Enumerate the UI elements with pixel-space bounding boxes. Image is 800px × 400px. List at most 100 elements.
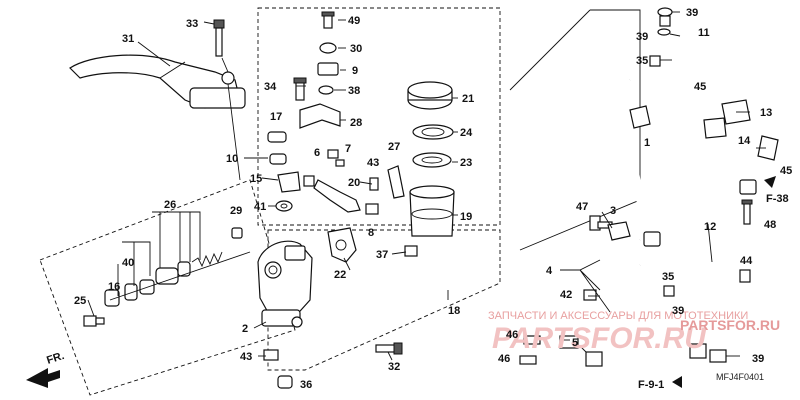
part-label: 43 (367, 157, 379, 169)
part-label: 48 (764, 219, 776, 231)
bolt-47-part (589, 215, 613, 231)
bolt-32-part (375, 342, 403, 355)
part-label: 13 (760, 107, 772, 119)
watermark-text-caption: ЗАПЧАСТИ И АКСЕССУАРЫ ДЛЯ МОТОТЕХНИКИ (488, 310, 748, 322)
assembly-frame-master-cylinder (257, 7, 501, 226)
part-label: 34 (264, 81, 277, 93)
part-label: 21 (462, 93, 474, 105)
clip-8-part (303, 175, 379, 215)
part-label: 22 (334, 269, 346, 281)
reservoir-plate-part (412, 124, 454, 140)
frame-line-hose-top (509, 9, 591, 91)
washer-30-part (319, 42, 337, 54)
part-label: 32 (388, 361, 400, 373)
part-label: 39 (686, 7, 698, 19)
hose-17-part (267, 131, 287, 165)
leader-lines (87, 11, 766, 361)
part-label: 6 (314, 147, 320, 159)
part-label: 4 (546, 265, 553, 277)
part-label: 17 (270, 111, 282, 123)
part-label: 37 (376, 249, 388, 261)
bolt-25-part (83, 315, 105, 327)
part-label: 30 (350, 43, 362, 55)
part-label: 41 (254, 201, 266, 213)
diaphragm-part (412, 152, 452, 168)
part-label: 39 (636, 31, 648, 43)
part-label: 23 (460, 157, 472, 169)
part-label: 31 (122, 33, 134, 45)
bolt-49-part (321, 11, 335, 29)
part-label: 42 (560, 289, 572, 301)
part-label: 39 (752, 353, 764, 365)
ref-label-f38: F-38 (766, 193, 789, 205)
part-label: 40 (122, 257, 134, 269)
clip-15-part (277, 171, 301, 193)
fitting-1-part (629, 105, 651, 129)
clip-42-part (583, 289, 597, 301)
hose-joint-part (643, 179, 757, 247)
fitting-22-part (327, 227, 357, 263)
part-label: 49 (348, 15, 360, 27)
watermark-text-small: PARTSFOR.RU (680, 317, 780, 333)
cap-36-part (277, 375, 293, 389)
part-label: 1 (644, 137, 650, 149)
nut-9-part (317, 62, 339, 76)
part-label: 5 (572, 337, 578, 349)
part-label: 35 (662, 271, 674, 283)
part-label: 47 (576, 201, 588, 213)
nut-37-part (404, 245, 418, 257)
part-label: 36 (300, 379, 312, 391)
part-label: 16 (108, 281, 120, 293)
reservoir-tank-part (409, 185, 455, 237)
part-label: 35 (636, 55, 648, 67)
ref-label-f91: F-9-1 (638, 379, 664, 391)
brake-hose-upper-part (625, 34, 751, 266)
washer-41-part (275, 200, 293, 212)
part-label: 14 (738, 135, 751, 147)
pin-6-part (327, 149, 339, 159)
bolt-34-part (293, 77, 307, 101)
assembly-frame-piston (39, 179, 296, 396)
part-label: 33 (186, 18, 198, 30)
part-label: 45 (694, 81, 706, 93)
stay-28-part (299, 103, 341, 129)
bolt-48-part (741, 199, 753, 225)
front-direction-arrow-icon (26, 368, 60, 388)
clip-7-part (335, 159, 345, 167)
part-label: 46 (506, 329, 518, 341)
piston-assembly-part (104, 227, 243, 307)
part-label: 25 (74, 295, 86, 307)
bolt-46-part (519, 335, 541, 365)
part-label: 8 (368, 227, 374, 239)
part-label: 38 (348, 85, 360, 97)
part-label: 3 (610, 205, 616, 217)
pivot-bolt-part (213, 19, 225, 57)
part-label: 7 (345, 143, 351, 155)
part-label: 44 (740, 255, 753, 267)
clip-3-part (607, 221, 631, 241)
part-label: 24 (460, 127, 473, 139)
watermark-text-large: PARTSFOR.RU (492, 322, 707, 355)
master-cylinder-part (257, 240, 313, 328)
brake-lever-part (69, 54, 246, 109)
part-label: 45 (780, 165, 792, 177)
frame-line-brake-hose (519, 9, 641, 251)
part-label: 10 (226, 153, 238, 165)
part-label: 28 (350, 117, 362, 129)
part-label: 11 (698, 27, 710, 39)
reservoir-cap-part (407, 81, 453, 110)
part-label: 39 (672, 305, 684, 317)
part-label: 15 (250, 173, 262, 185)
part-label: 26 (164, 199, 176, 211)
clamp-14-part (757, 135, 779, 161)
part-label: 2 (242, 323, 248, 335)
part-label: 46 (498, 353, 510, 365)
grommet-38-part (318, 85, 334, 95)
leader-piston-axis (109, 251, 251, 301)
clip-27-part (387, 165, 405, 199)
part-label: 19 (460, 211, 472, 223)
bolt-35b-part (663, 285, 675, 297)
banjo-39a-part (657, 7, 673, 36)
